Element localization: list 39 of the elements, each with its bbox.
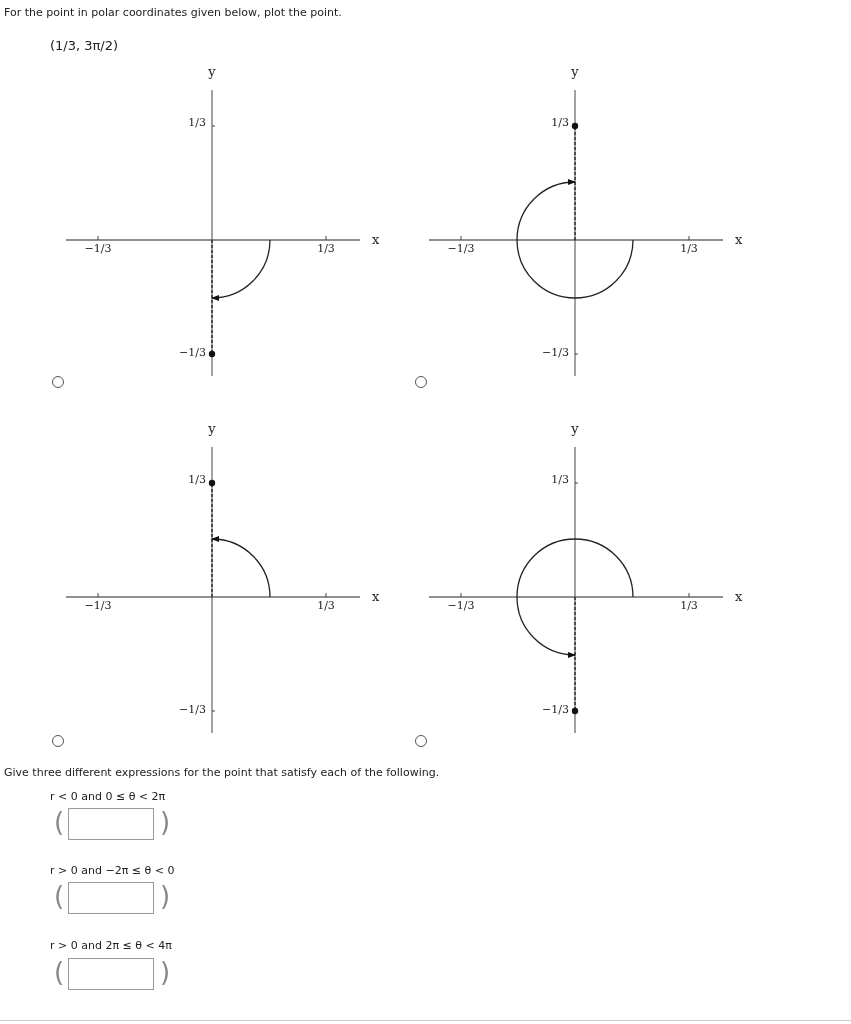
answer-box (68, 958, 154, 990)
tick-label: 1/3 (317, 599, 335, 612)
tick-label: −1/3 (179, 703, 206, 716)
tick-label: 1/3 (188, 116, 206, 129)
axis-label: x (735, 232, 743, 247)
condition-text: r > 0 and 2π ≤ θ < 4π (50, 939, 172, 952)
tick-label: −1/3 (447, 599, 475, 612)
answer-box (68, 882, 154, 914)
tick-label: −1/3 (84, 599, 112, 612)
condition-text: r > 0 and −2π ≤ θ < 0 (50, 864, 175, 877)
parenthesis: ( (54, 883, 65, 909)
tick-label: 1/3 (680, 599, 698, 612)
parenthesis: ( (54, 959, 65, 985)
tick-label: −1/3 (447, 242, 475, 255)
tick-label: 1/3 (188, 473, 206, 486)
question-text: For the point in polar coordinates given below, plot the point. (4, 6, 342, 19)
tick-label: −1/3 (84, 242, 112, 255)
tick-label: −1/3 (179, 346, 206, 359)
point-coordinates: (1/3, 3π/2) (50, 38, 119, 53)
condition-text: r < 0 and 0 ≤ θ < 2π (50, 790, 166, 803)
instruction-text: Give three different expressions for the point that satisfy each of the following. (4, 766, 440, 779)
tick-label: −1/3 (542, 703, 569, 716)
parenthesis: ) (160, 883, 171, 909)
tick-label: 1/3 (680, 242, 698, 255)
tick-label: 1/3 (551, 473, 569, 486)
parenthesis: ( (54, 809, 65, 835)
axis-label: y (208, 64, 216, 79)
tick-label: 1/3 (317, 242, 335, 255)
axis-label: y (571, 64, 579, 79)
tick-label: 1/3 (551, 116, 569, 129)
parenthesis: ) (160, 809, 171, 835)
axis-label: x (372, 589, 380, 604)
tick-label: −1/3 (542, 346, 569, 359)
axis-label: y (571, 421, 579, 436)
parenthesis: ) (160, 959, 171, 985)
axis-label: y (208, 421, 216, 436)
answer-box (68, 808, 154, 840)
axis-label: x (372, 232, 380, 247)
axis-label: x (735, 589, 743, 604)
